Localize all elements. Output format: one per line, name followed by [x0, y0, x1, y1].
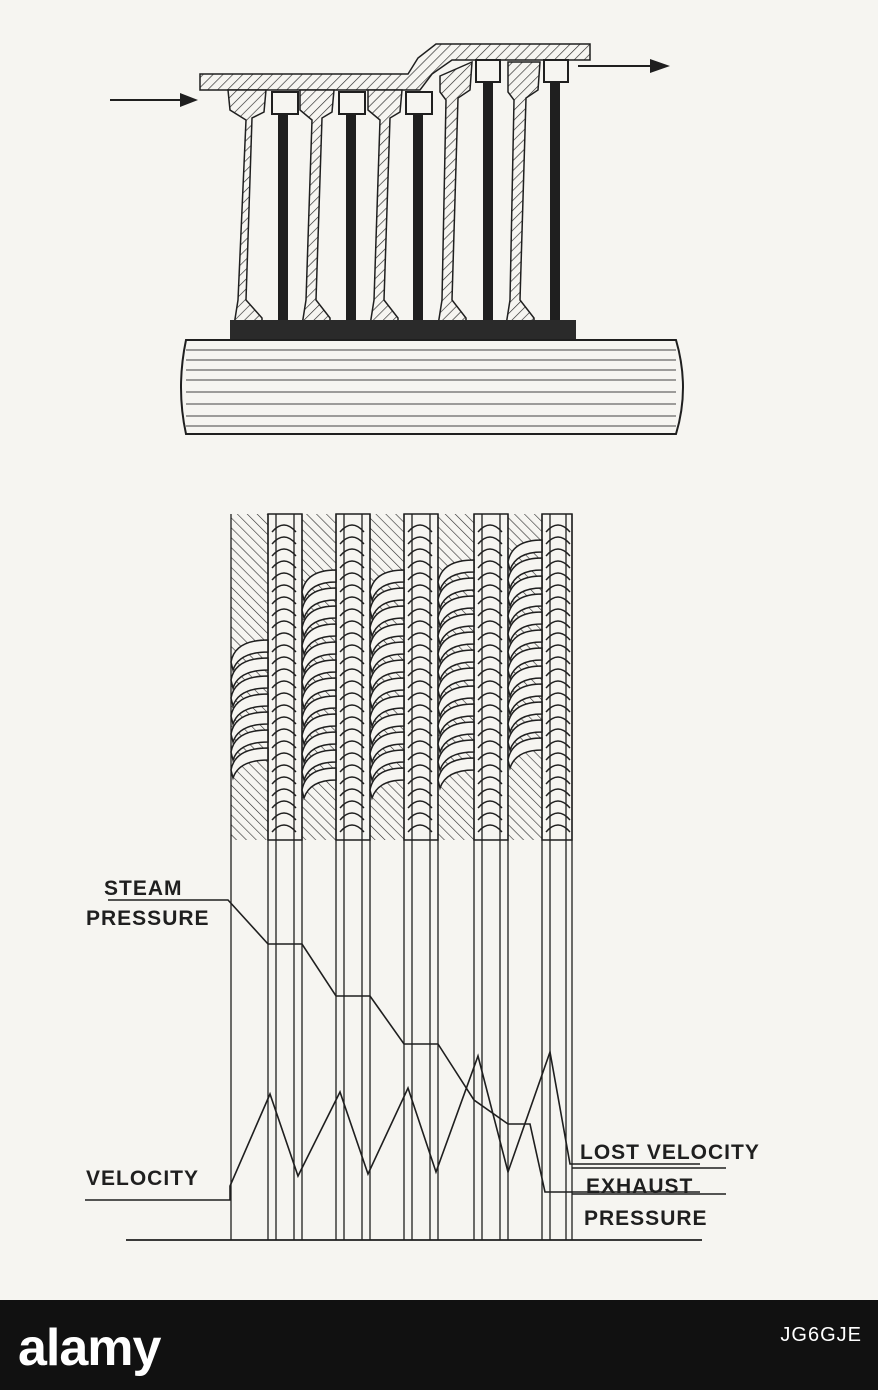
watermark-bar: alamy JG6GJE: [0, 1300, 878, 1390]
exhaust-label: EXHAUST: [586, 1175, 694, 1198]
velocity-label: VELOCITY: [86, 1167, 200, 1190]
steam-pressure-label-line1: STEAM: [104, 877, 183, 900]
stage-vertical-lines: [230, 514, 573, 1240]
velocity-curve: [85, 1048, 700, 1201]
exhaust-pressure-label: PRESSURE: [584, 1207, 708, 1230]
turbine-casing: [199, 43, 591, 91]
wheel-hubs: [230, 320, 576, 340]
turbine-stage-diagram: [85, 43, 726, 1241]
watermark-logo: alamy: [18, 1319, 161, 1377]
nozzle-passages: [230, 539, 543, 801]
turbine-shaft: [180, 339, 684, 435]
blade-development-diagram: [85, 513, 726, 1241]
turbine-cross-section: [110, 43, 684, 435]
diagram-drawing: STEAM PRESSURE VELOCITY LOST VELOCITY EX…: [0, 0, 878, 1300]
inlet-arrow: [110, 93, 198, 107]
outlet-arrow: [578, 59, 670, 73]
steam-pressure-curve: [108, 899, 700, 1193]
lost-velocity-label: LOST VELOCITY: [580, 1141, 760, 1164]
steam-pressure-label-line2: PRESSURE: [86, 907, 210, 930]
moving-blades: [271, 59, 569, 326]
watermark-image-id: JG6GJE: [780, 1324, 862, 1346]
